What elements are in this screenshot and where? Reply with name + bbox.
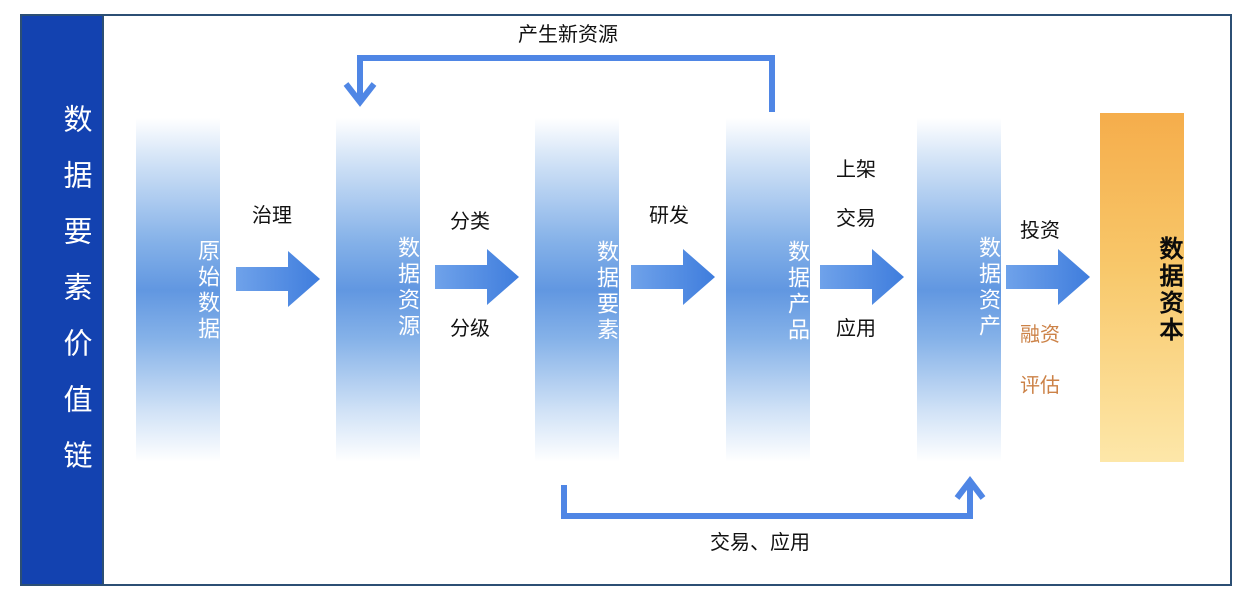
arrow-governance-icon [236, 251, 320, 307]
side-band: 数据要素价值链 [22, 16, 104, 584]
arrow-trade-icon [820, 249, 904, 305]
label-invest: 投资 [1020, 218, 1060, 242]
label-data-capital: 数据资本 [1155, 236, 1183, 344]
side-title: 数据要素价值链 [22, 100, 104, 500]
label-raw-data: 原始数据 [194, 238, 219, 343]
column-data-product [726, 118, 810, 462]
column-raw-data [136, 118, 220, 462]
arrow-invest-icon [1006, 249, 1090, 305]
label-data-resource: 数据资源 [394, 235, 419, 340]
label-financing: 融资 [1020, 322, 1060, 346]
label-data-element: 数据要素 [593, 239, 618, 344]
label-research: 研发 [649, 203, 689, 227]
side-title-text: 数据要素价值链 [59, 104, 93, 496]
loop-top-label: 产生新资源 [518, 22, 618, 46]
label-governance: 治理 [252, 203, 292, 227]
label-trade: 交易 [836, 206, 876, 230]
loop-bottom-label: 交易、应用 [710, 530, 810, 554]
arrow-research-icon [631, 249, 715, 305]
column-data-asset [917, 118, 1001, 462]
label-evaluate: 评估 [1020, 373, 1060, 397]
label-classify: 分类 [450, 209, 490, 233]
label-apply: 应用 [836, 316, 876, 340]
label-data-asset: 数据资产 [975, 235, 1000, 340]
label-list: 上架 [836, 157, 876, 181]
arrow-classify-icon [435, 249, 519, 305]
label-data-product: 数据产品 [784, 239, 809, 344]
column-data-element [535, 118, 619, 462]
column-data-resource [336, 118, 420, 462]
label-grade: 分级 [450, 316, 490, 340]
data-capital-box [1100, 113, 1184, 462]
